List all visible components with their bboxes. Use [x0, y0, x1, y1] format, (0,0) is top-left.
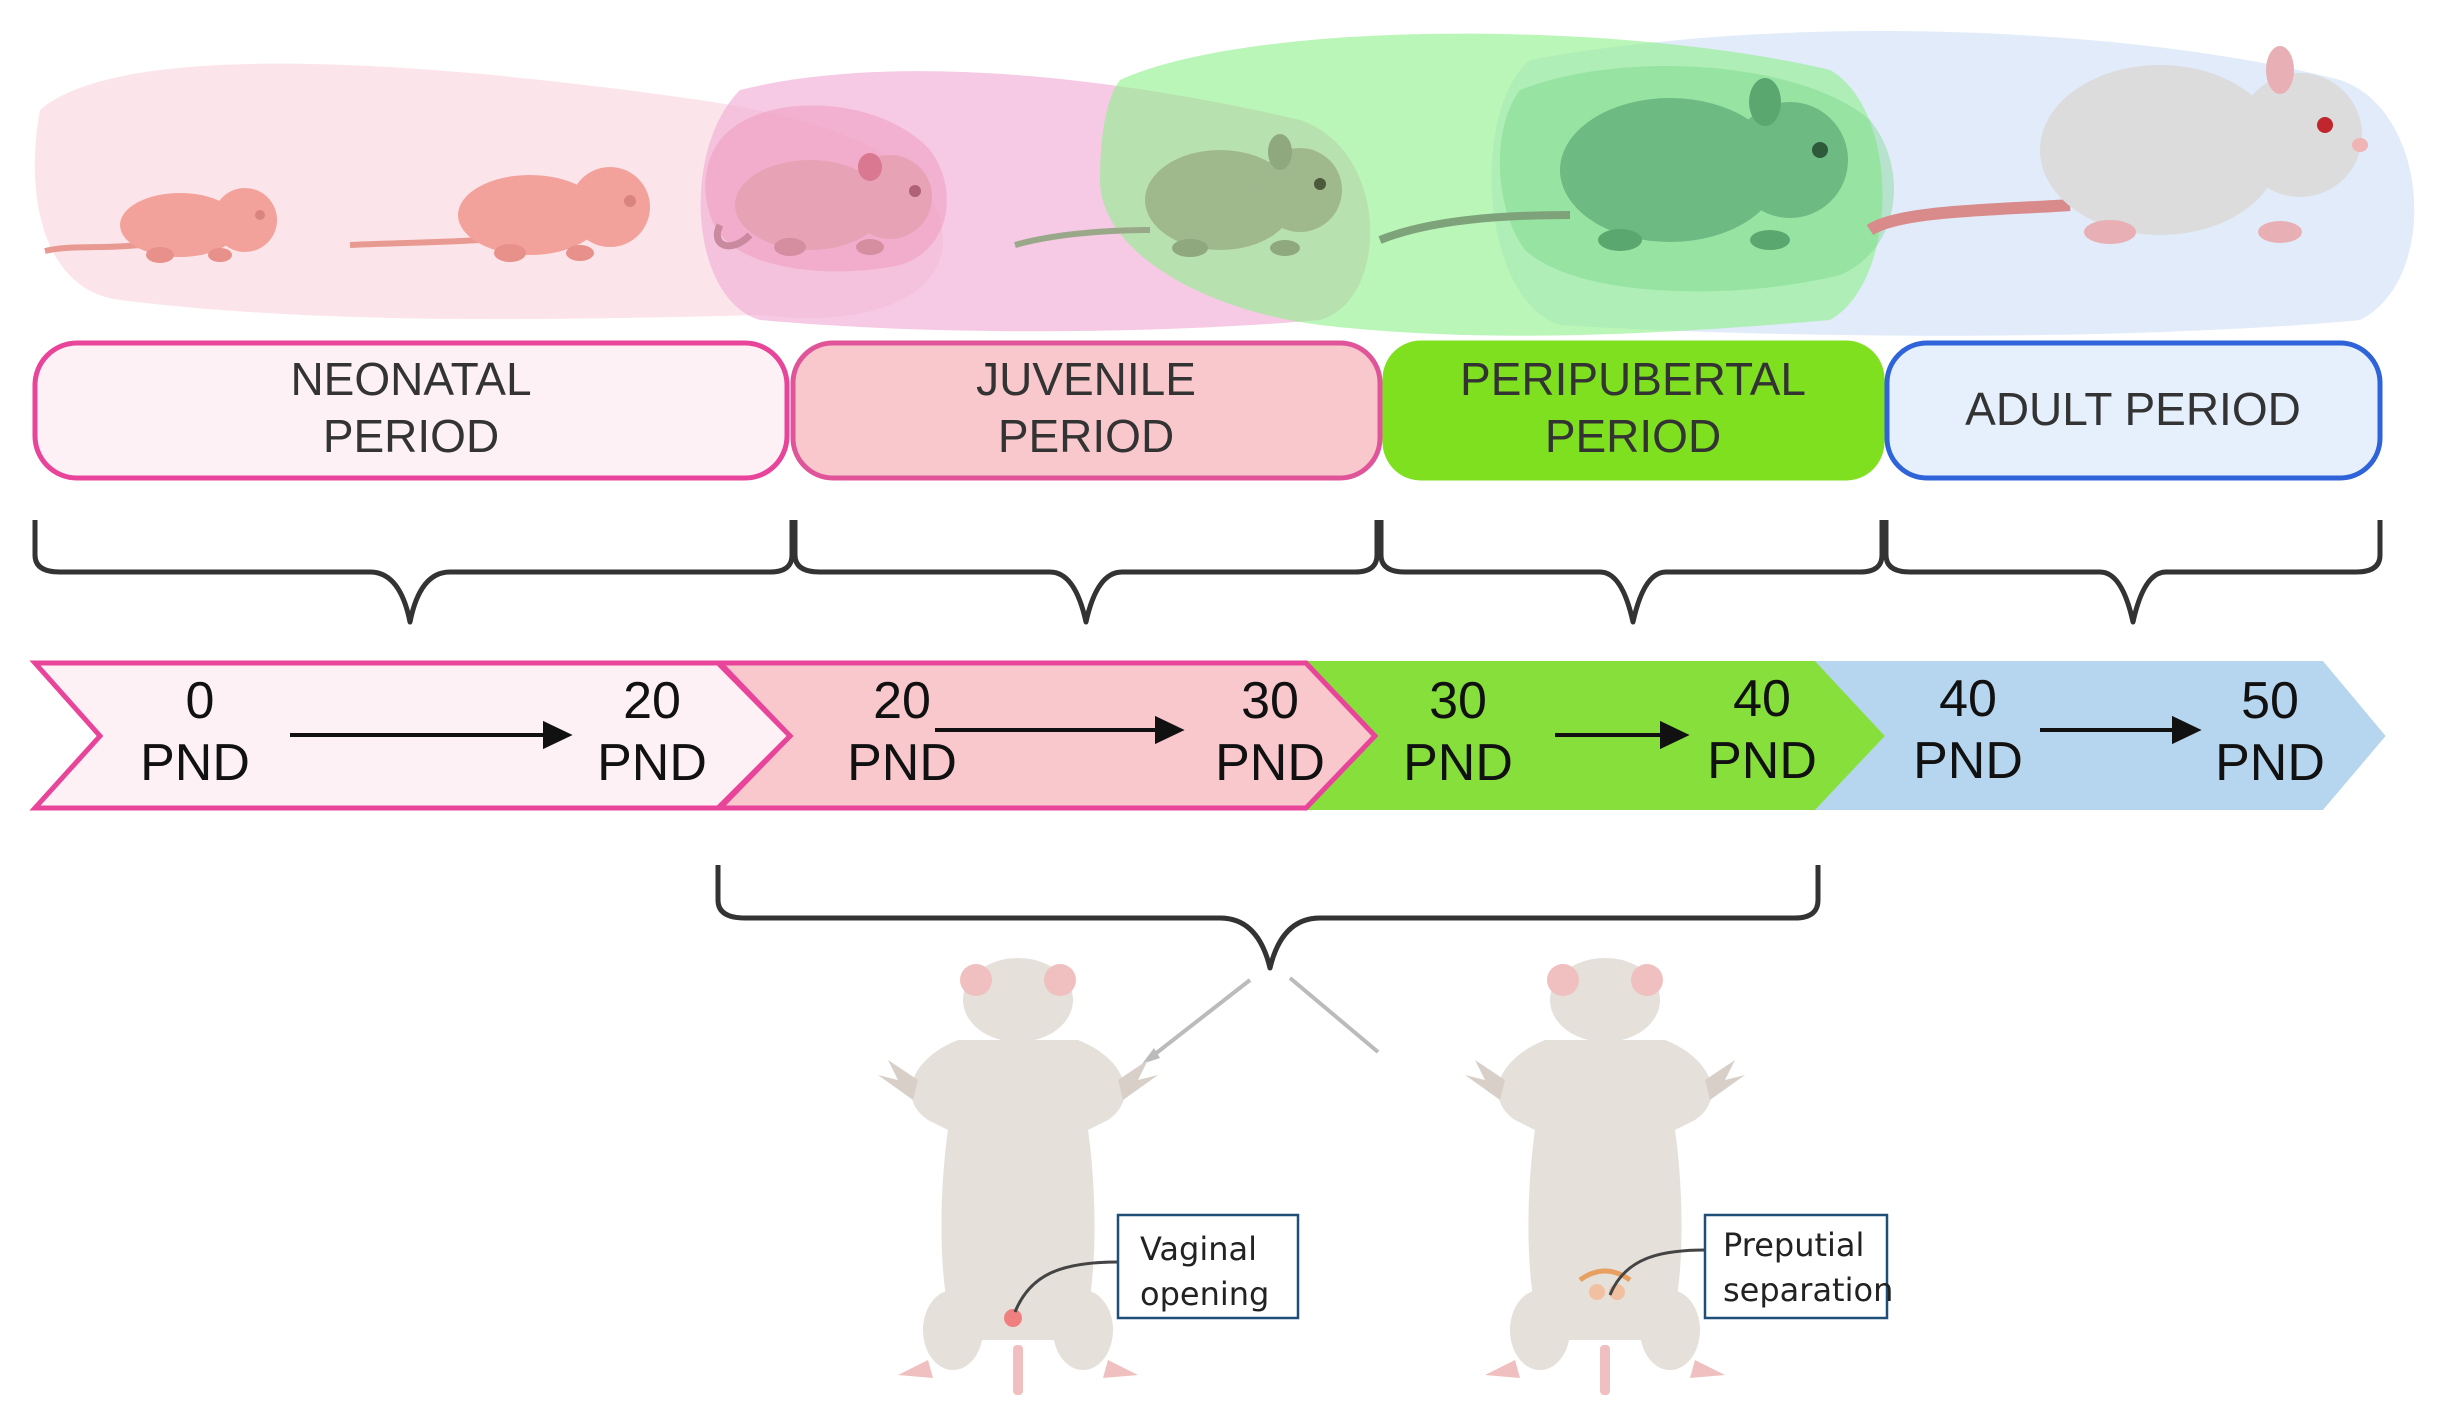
timeline-arrows [290, 715, 2202, 750]
pointer-line-right [1288, 976, 1380, 1054]
male-rat-ventral-icon [1465, 958, 1745, 1395]
pnd-start-value: 20 [873, 672, 931, 730]
adult-rat-icon [1866, 46, 2368, 244]
bracket-adult [1883, 520, 2383, 625]
period-box-adult: ADULT PERIOD [1884, 340, 2383, 481]
preputial-leader-line [1608, 1248, 1706, 1296]
callout-text-line2: opening [1140, 1275, 1269, 1313]
vaginal-leader-line [1013, 1260, 1119, 1313]
period-box-juvenile: JUVENILE PERIOD [790, 340, 1383, 481]
pnd-end-value: 50 [2241, 672, 2299, 730]
period-label-line1: JUVENILE [976, 353, 1196, 405]
pnd-start-unit: PND [140, 734, 250, 792]
bracket-neonatal [32, 520, 795, 625]
timeline-seg2-labels: 20 PND 30 PND [847, 672, 1325, 792]
timeline-seg4-labels: 40 PND 50 PND [1913, 670, 2325, 792]
callout-vaginal-opening: Vaginal opening [1116, 1213, 1300, 1320]
peripubertal-rat-icon [1378, 78, 1848, 251]
pnd-start-unit: PND [1913, 732, 2023, 790]
pnd-end-value: 30 [1241, 672, 1299, 730]
juvenile-rat-icon [1014, 134, 1342, 257]
pnd-end-unit: PND [1707, 732, 1817, 790]
female-rat-ventral-icon [878, 958, 1158, 1395]
period-label-line2: PERIOD [998, 410, 1174, 462]
callout-text-line1: Preputial [1723, 1226, 1864, 1264]
period-boxes: NEONATAL PERIOD JUVENILE PERIOD PERIPUBE… [32, 340, 2383, 481]
pnd-start-unit: PND [1403, 734, 1513, 792]
pnd-start-value: 0 [186, 672, 215, 730]
pup-2-icon [349, 167, 650, 262]
pup-3-icon [713, 153, 932, 256]
bracket-peripubertal [1378, 520, 1885, 625]
pnd-start-value: 40 [1939, 670, 1997, 728]
period-box-peripubertal: PERIPUBERTAL PERIOD [1382, 340, 1885, 481]
callout-preputial-separation: Preputial separation [1703, 1213, 1893, 1320]
period-box-neonatal: NEONATAL PERIOD [32, 340, 790, 481]
pnd-start-value: 30 [1429, 672, 1487, 730]
timeline-seg3-labels: 30 PND 40 PND [1403, 670, 1817, 792]
callout-text-line2: separation [1723, 1271, 1893, 1309]
puberty-bracket [715, 865, 1821, 971]
bracket-juvenile [792, 520, 1380, 625]
pnd-end-unit: PND [597, 734, 707, 792]
period-label-line1: ADULT PERIOD [1965, 383, 2301, 435]
callout-text-line1: Vaginal [1140, 1230, 1257, 1268]
timeline-seg1-labels: 0 PND 20 PND [140, 672, 707, 792]
pnd-end-value: 40 [1733, 670, 1791, 728]
period-label-line2: PERIOD [1545, 410, 1721, 462]
pointer-line-left [1148, 978, 1252, 1060]
pup-1-icon [44, 188, 277, 263]
pnd-end-unit: PND [2215, 734, 2325, 792]
pointer-head-left [1142, 1048, 1160, 1064]
period-brackets [32, 520, 2383, 625]
period-label-line2: PERIOD [323, 410, 499, 462]
pnd-end-unit: PND [1215, 734, 1325, 792]
period-label-line1: PERIPUBERTAL [1460, 353, 1806, 405]
period-label-line1: NEONATAL [290, 353, 531, 405]
pnd-end-value: 20 [623, 672, 681, 730]
pnd-start-unit: PND [847, 734, 957, 792]
timeline: 0 PND 20 PND 20 PND 30 PND 30 PND 40 PND… [29, 660, 2386, 811]
